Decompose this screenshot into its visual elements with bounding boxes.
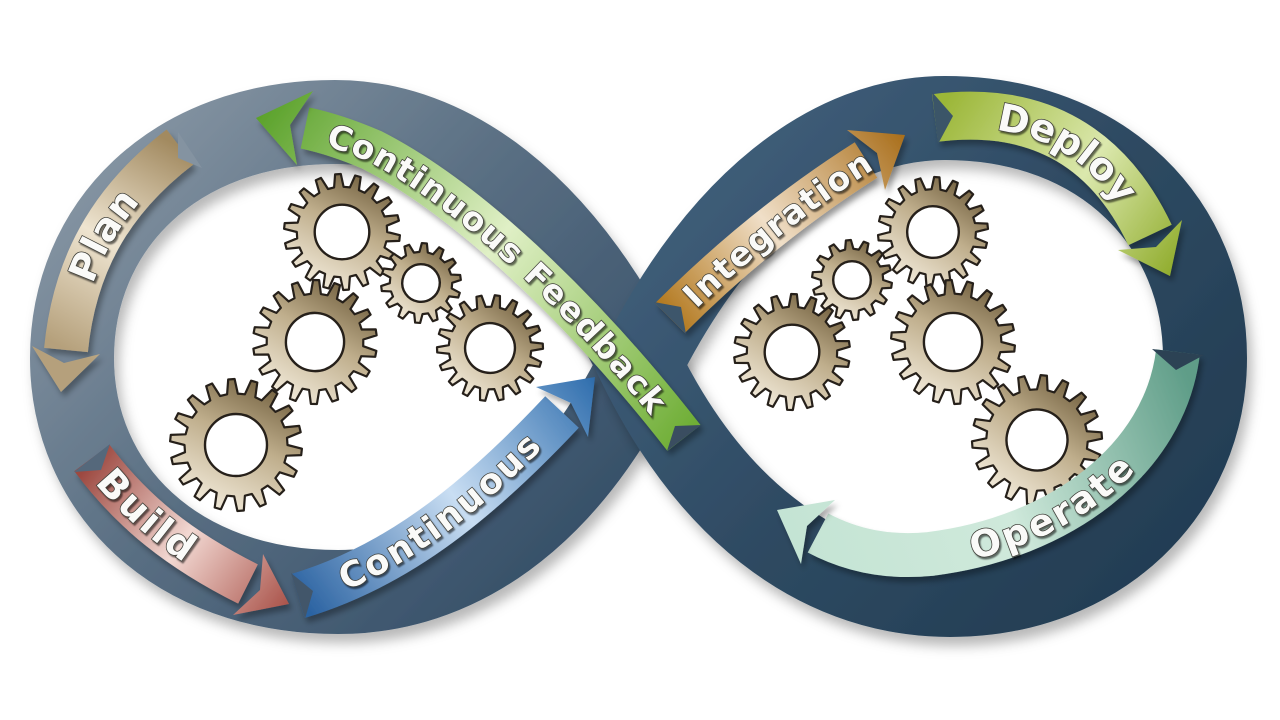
continuous-feedback-arrow [256, 91, 701, 451]
integration-tail-notch [654, 302, 686, 334]
gear-icon [890, 278, 1016, 406]
gear-cluster-left [169, 172, 545, 513]
gear-icon [733, 292, 851, 412]
operate-arrowhead [777, 500, 835, 564]
build-tail-notch [74, 444, 110, 472]
continuous-tail-notch [291, 573, 313, 619]
continuous-feedback-arrowhead [256, 91, 313, 165]
continuous-arrow [291, 377, 595, 619]
deploy-arrowhead [1118, 220, 1182, 276]
continuous-arrowhead [536, 377, 595, 437]
left-loop-ring [29, 79, 687, 635]
continuous-feedback-tail-notch [667, 425, 701, 451]
gear-icon [380, 241, 462, 325]
right-loop-ring [593, 75, 1248, 638]
plan-arrowhead [32, 346, 100, 392]
gear-icon [283, 172, 401, 292]
operate-tail-notch [1152, 349, 1204, 370]
gear-icon [169, 377, 303, 513]
gear-icon [970, 374, 1104, 506]
gear-cluster-right [733, 175, 1104, 506]
build-arrowhead [233, 554, 289, 615]
gear-icon [811, 238, 893, 322]
plan-arrow [32, 132, 202, 392]
gear-icon [435, 294, 545, 402]
operate-arrow [777, 349, 1204, 564]
gear-icon [876, 175, 990, 289]
deploy-arrow [932, 92, 1182, 276]
deploy-tail-notch [932, 92, 953, 144]
build-arrow [74, 444, 289, 615]
integration-arrow [654, 130, 905, 334]
gear-icon [252, 278, 378, 406]
plan-tail-notch [178, 132, 202, 168]
integration-arrowhead [847, 130, 905, 190]
